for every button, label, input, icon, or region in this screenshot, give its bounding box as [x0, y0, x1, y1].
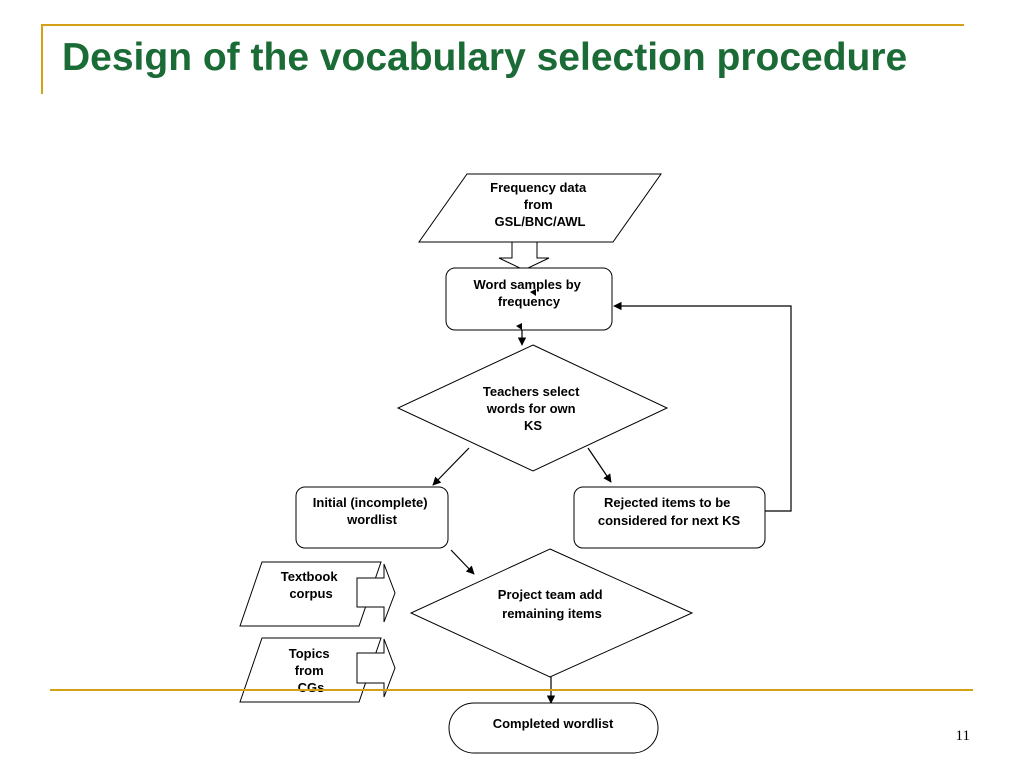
svg-text:Initial (incomplete) wor: Initial (incomplete) wordlist — [313, 495, 431, 527]
word-samples-node: Word samples by frequency — [445, 267, 613, 331]
frequency-data-line-3: GSL/BNC/AWL — [495, 214, 586, 229]
textbook-corpus-line-2: corpus — [289, 586, 332, 601]
rejected-items-node: Rejected items to be considered for next… — [573, 486, 766, 549]
completed-wordlist-node: Completed wordlist — [448, 702, 659, 754]
svg-text:Teachers select words fo: Teachers select words for own KS — [483, 384, 583, 433]
svg-text:Word samples by frequenc: Word samples by frequency — [473, 277, 584, 309]
bottom-rule — [50, 689, 973, 691]
topics-node: Topics from CGs — [239, 637, 382, 703]
svg-text:Frequency data from: Frequency data from GSL/BNC/AWL — [490, 180, 590, 229]
initial-wordlist-node: Initial (incomplete) wordlist — [295, 486, 449, 549]
frequency-data-line-2: from — [524, 197, 553, 212]
topics-line-1: Topics — [289, 646, 330, 661]
svg-text:Topics from CGs: Topics from CGs — [289, 646, 334, 695]
teachers-select-line-1: Teachers select — [483, 384, 580, 399]
topics-hollow-arrow — [356, 638, 396, 698]
textbook-corpus-node: Textbook corpus — [239, 561, 382, 627]
svg-text:Textbook corpus: Textbook corpus — [281, 569, 341, 601]
frequency-data-line-1: Frequency data — [490, 180, 587, 195]
project-team-node: Project team add remaining items — [409, 548, 694, 678]
initial-wordlist-line-2: wordlist — [346, 512, 398, 527]
arrow-to-rejected — [587, 447, 612, 483]
arrow-to-project-team — [450, 549, 475, 575]
svg-text:Project team add remaini: Project team add remaining items — [498, 587, 606, 621]
frequency-data-node: Frequency data from GSL/BNC/AWL — [418, 173, 662, 243]
rejected-items-line-2: considered for next KS — [598, 513, 741, 528]
textbook-hollow-arrow — [356, 563, 396, 623]
word-samples-line-1: Word samples by — [473, 277, 581, 292]
side-rule — [41, 24, 43, 94]
slide-title: Design of the vocabulary selection proce… — [62, 36, 908, 79]
topics-line-2: from — [295, 663, 324, 678]
small-arrowhead-mark — [530, 289, 536, 296]
hollow-down-arrow — [498, 241, 550, 271]
teachers-select-line-2: words for own — [486, 401, 576, 416]
top-rule — [41, 24, 964, 26]
svg-text:Completed wordlist: Completed wordlist — [493, 716, 614, 731]
teachers-select-line-3: KS — [524, 418, 542, 433]
project-team-line-2: remaining items — [502, 606, 602, 621]
project-team-line-1: Project team add — [498, 587, 603, 602]
completed-wordlist-line-1: Completed wordlist — [493, 716, 614, 731]
small-arrowhead-mark-lower — [516, 323, 522, 330]
page-number: 11 — [955, 728, 970, 744]
teachers-select-node: Teachers select words for own KS — [396, 344, 669, 472]
word-samples-line-2: frequency — [498, 294, 561, 309]
textbook-corpus-line-1: Textbook — [281, 569, 339, 584]
arrow-to-initial — [432, 447, 470, 486]
feedback-loop-arrow — [613, 301, 792, 512]
topics-line-3: CGs — [298, 680, 325, 695]
rejected-items-line-1: Rejected items to be — [604, 495, 730, 510]
initial-wordlist-line-1: Initial (incomplete) — [313, 495, 428, 510]
svg-text:Rejected items to be con: Rejected items to be considered for next… — [598, 495, 741, 528]
